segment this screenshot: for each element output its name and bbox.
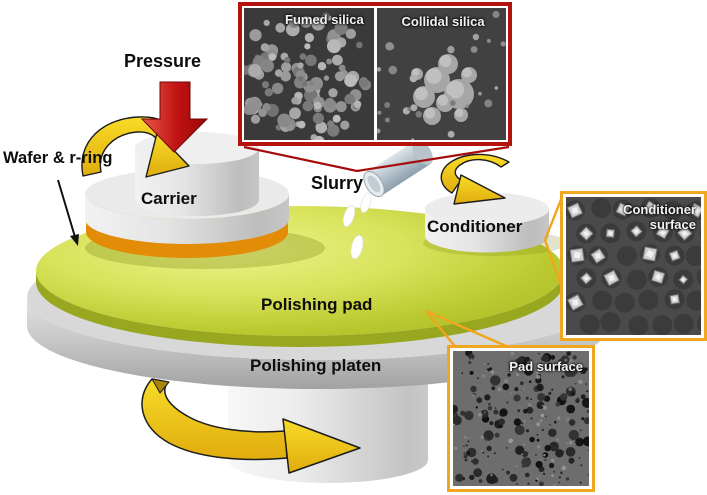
pad-inset-connector: [425, 309, 507, 351]
pressure-label: Pressure: [124, 51, 202, 71]
slurry-droplets: [342, 193, 372, 260]
conditioner-surface-label: Conditioner surface: [623, 202, 696, 232]
colloidal-silica-label: Collidal silica: [401, 14, 485, 29]
pad-surface-label: Pad surface: [509, 359, 583, 374]
carrier-label: Carrier: [141, 189, 197, 208]
slurry-particles-inset: Fumed silica Collidal silica: [238, 2, 512, 146]
slurry-label: Slurry: [311, 173, 364, 193]
polishing-pad-label: Polishing pad: [261, 295, 373, 314]
fumed-silica-texture: [244, 8, 374, 140]
colloidal-silica-texture: [376, 8, 506, 140]
conditioner-rotation-arrow: [440, 153, 510, 205]
conditioner-inset-connector: [543, 196, 564, 289]
pad-surface-texture: [453, 351, 589, 486]
platen-rotation-arrow: [141, 378, 361, 474]
sem-image-fumed-silica: Fumed silica: [244, 8, 374, 140]
conditioner-surface-inset: Conditioner surface: [560, 191, 707, 341]
sem-image-pad-surface: Pad surface: [453, 351, 589, 486]
wafer-ring-label: Wafer & r-ring: [3, 149, 113, 167]
pad-surface-inset: Pad surface: [447, 345, 595, 492]
slurry-nozzle: [363, 139, 433, 198]
wafer-pointer-arrow: [57, 179, 79, 246]
conditioner-label: Conditioner: [427, 217, 523, 236]
fumed-silica-label: Fumed silica: [285, 12, 364, 27]
sem-image-colloidal-silica: Collidal silica: [376, 8, 506, 140]
sem-image-conditioner-surface: Conditioner surface: [566, 197, 701, 335]
polishing-platen-label: Polishing platen: [250, 356, 382, 375]
slurry-inset-connector: [243, 145, 510, 173]
conditioner-surface-texture: [566, 197, 701, 335]
pressure-arrow: [140, 81, 209, 153]
